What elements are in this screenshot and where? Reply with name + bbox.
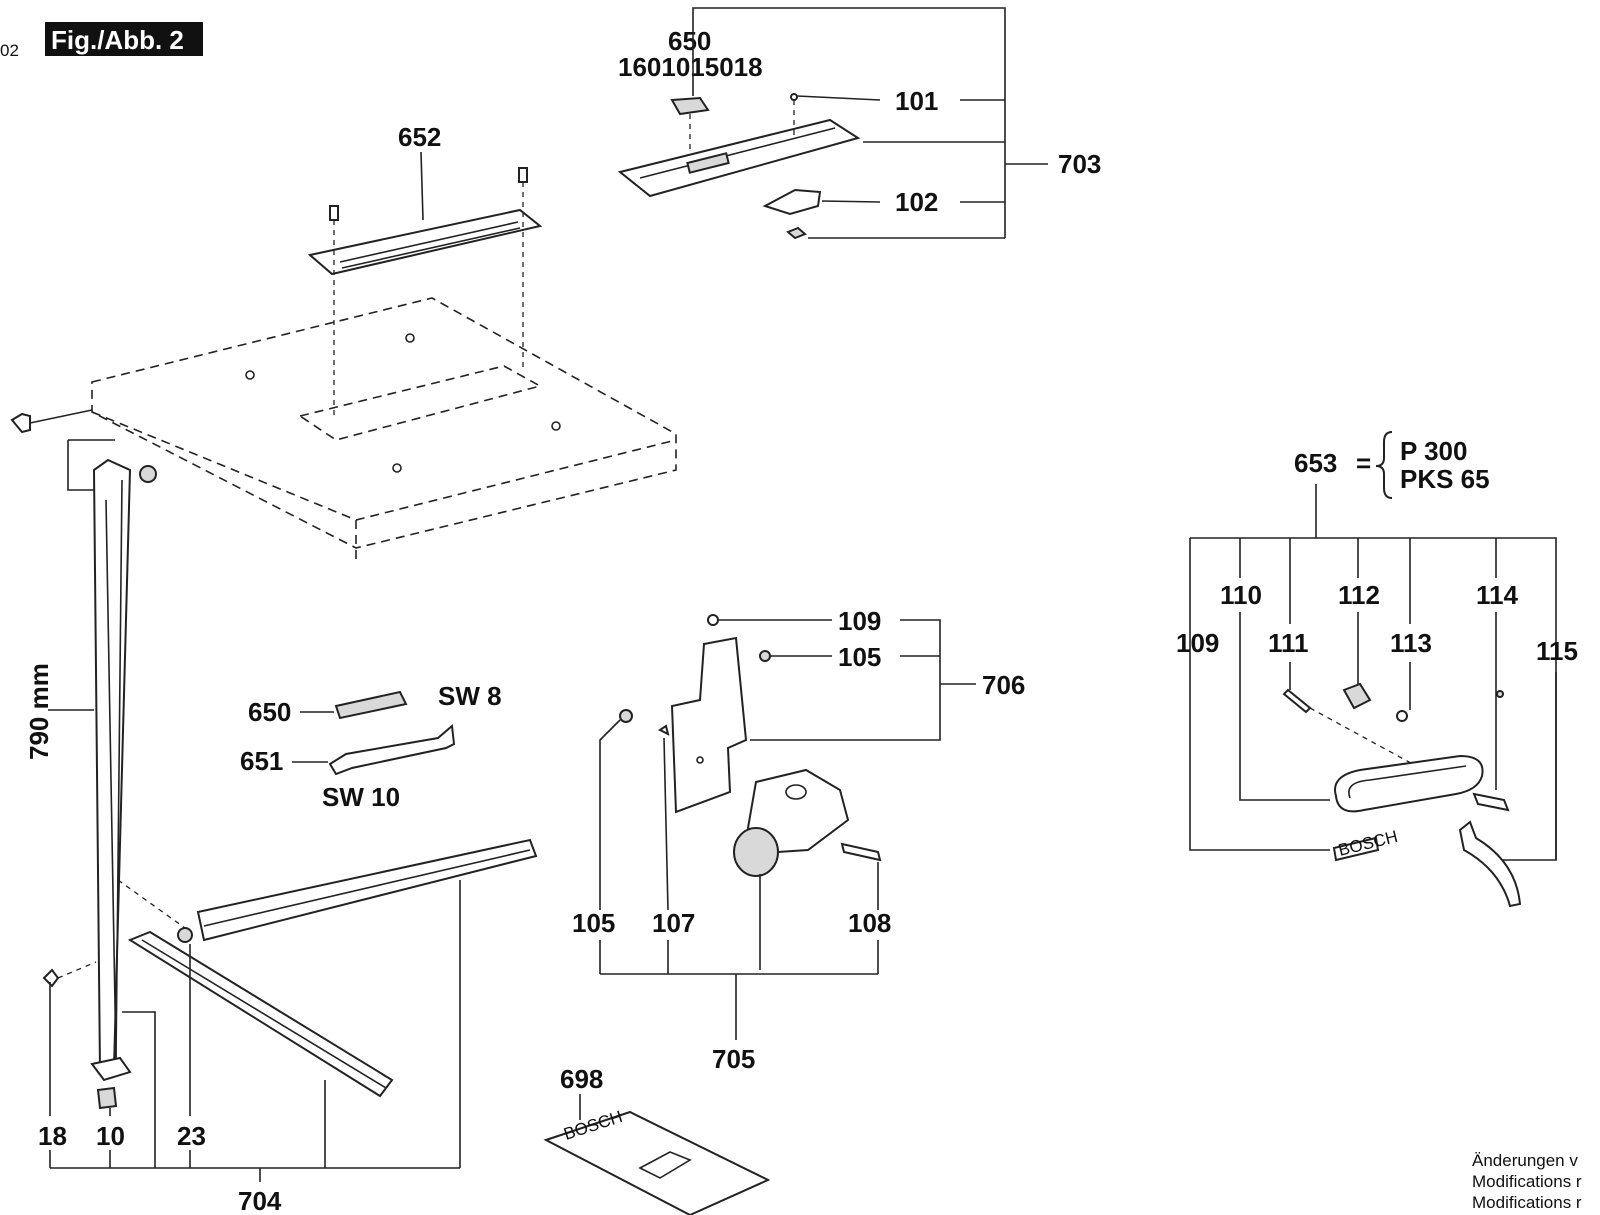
assembly-653: 653 = P 300 PKS 65 110 112 114 109 111 1…	[1176, 431, 1578, 908]
leg-assembly: 790 mm 18 10 23 704	[24, 439, 538, 1215]
label-114: 114	[1476, 580, 1518, 610]
nut-23	[177, 927, 193, 943]
label-705: 705	[712, 1044, 755, 1074]
label-112: 112	[1338, 580, 1380, 610]
nut-105-c	[759, 650, 771, 662]
label-101: 101	[895, 86, 938, 116]
badge-plate	[1332, 836, 1380, 862]
label-105-c: 105	[838, 642, 881, 672]
rail-plate	[617, 118, 861, 198]
screw-111	[1282, 688, 1312, 714]
footer-note-2: Modifications r	[1472, 1172, 1582, 1191]
label-102: 102	[895, 187, 938, 217]
label-652: 652	[398, 122, 441, 152]
screw-18	[42, 968, 60, 988]
knob-112	[1342, 682, 1372, 710]
guard-110	[1334, 754, 1484, 813]
plate-brand: BOSCH	[1336, 827, 1399, 860]
manual-698: 698 BOSCH	[543, 1064, 771, 1215]
label-703: 703	[1058, 149, 1101, 179]
assembly-703: 650 1601015018 101 102 703	[617, 7, 1101, 240]
label-111: 111	[1268, 628, 1309, 658]
manual-booklet	[543, 1110, 771, 1215]
label-18: 18	[38, 1121, 67, 1151]
label-653-eq: =	[1356, 448, 1371, 478]
screw-left	[329, 205, 339, 221]
screw-109-c	[707, 614, 719, 626]
screw-108	[840, 842, 882, 862]
label-790mm: 790 mm	[24, 663, 54, 760]
label-110: 110	[1220, 580, 1262, 610]
clamp-102	[762, 188, 822, 216]
label-105-b: 105	[572, 908, 615, 938]
plate-slot-marks	[686, 152, 730, 174]
hook-115	[1458, 820, 1522, 908]
label-108: 108	[848, 908, 891, 938]
label-698: 698	[560, 1064, 603, 1094]
rail-652	[307, 208, 543, 276]
clip-part-650	[670, 96, 710, 116]
page-id: 02	[0, 41, 19, 60]
thumb-screw	[10, 412, 31, 434]
washer-113	[1396, 710, 1408, 722]
nut-105-b	[619, 709, 633, 723]
foot-10	[96, 1086, 118, 1110]
foot-bracket	[90, 1056, 132, 1082]
label-109-c: 109	[838, 606, 881, 636]
key-650	[334, 690, 408, 720]
bracket-plate	[670, 636, 748, 814]
label-23: 23	[177, 1121, 206, 1151]
label-113: 113	[1390, 628, 1432, 658]
figure-title: Fig./Abb. 2	[51, 25, 184, 55]
wrench-651	[328, 724, 456, 776]
footer-note-1: Änderungen v	[1472, 1151, 1578, 1170]
motor-cap	[733, 827, 779, 877]
label-1601015018: 1601015018	[618, 52, 763, 82]
leg-upright	[92, 458, 132, 1074]
label-107: 107	[652, 908, 695, 938]
footer-notes: Änderungen v Modifications r Modificatio…	[1472, 1151, 1582, 1212]
long-arm	[196, 838, 538, 942]
figure-title-box	[45, 22, 203, 56]
label-651: 651	[240, 746, 283, 776]
label-650-mid: 650	[248, 697, 291, 727]
label-115: 115	[1536, 636, 1578, 666]
tools-group: 650 SW 8 651 SW 10	[240, 681, 502, 812]
screw-right	[518, 167, 528, 183]
label-109-r: 109	[1176, 628, 1219, 658]
label-10: 10	[96, 1121, 125, 1151]
label-650-top: 650	[668, 26, 711, 56]
nut-small	[786, 226, 807, 240]
footer-note-3: Modifications r	[1472, 1193, 1582, 1212]
washer-107	[658, 724, 670, 736]
label-653: 653	[1294, 448, 1337, 478]
label-706: 706	[982, 670, 1025, 700]
assembly-705-706: 109 105 706 105 107 108 705	[572, 606, 1025, 1074]
screw-114	[1496, 690, 1504, 698]
table-assembly: 652	[10, 122, 677, 560]
label-p300: P 300	[1400, 436, 1467, 466]
screw-109-r	[1472, 792, 1510, 812]
table-top	[91, 297, 677, 549]
nut-top	[139, 465, 157, 483]
label-sw8: SW 8	[438, 681, 502, 711]
label-pks65: PKS 65	[1400, 464, 1490, 494]
screw-101	[790, 93, 798, 101]
label-sw10: SW 10	[322, 782, 400, 812]
brace	[1375, 431, 1393, 499]
label-704: 704	[238, 1186, 282, 1215]
